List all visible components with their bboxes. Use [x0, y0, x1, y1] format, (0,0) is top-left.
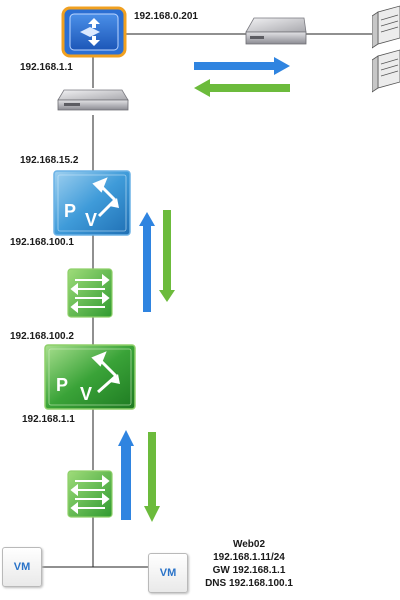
web02-ip: 192.168.1.11/24: [213, 552, 285, 563]
web02-dns: DNS 192.168.100.1: [205, 578, 293, 589]
traffic-arrows-vertical: [139, 210, 175, 312]
traffic-arrows-horizontal: [194, 57, 290, 97]
arrow-down-green-icon: [144, 432, 160, 522]
arrow-up-blue-icon: [118, 430, 134, 520]
virtual-switch-green-icon[interactable]: [67, 470, 113, 518]
p-letter: P: [64, 201, 76, 221]
v-letter: V: [80, 384, 92, 404]
vm-icon[interactable]: VM: [2, 547, 42, 587]
v-letter: V: [85, 210, 97, 230]
network-switch-icon[interactable]: [56, 86, 130, 116]
ip-label: 192.168.15.2: [20, 155, 79, 166]
vm-icon[interactable]: VM: [148, 553, 188, 593]
web02-gateway: GW 192.168.1.1: [212, 565, 286, 576]
vm-label: VM: [159, 567, 177, 579]
p-letter: P: [56, 375, 68, 395]
ip-label: 192.168.0.201: [134, 11, 198, 22]
ip-label: 192.168.1.1: [20, 62, 73, 73]
web02-info: Web02 192.168.1.11/24 GW 192.168.1.1 DNS…: [199, 538, 299, 590]
arrow-down-green-icon: [159, 210, 175, 302]
ip-label: 192.168.100.1: [10, 237, 74, 248]
vpn-gateway-blue-icon[interactable]: P V: [53, 170, 131, 236]
vm-label: VM: [13, 561, 31, 573]
vpn-gateway-green-icon[interactable]: P V: [44, 344, 136, 410]
ip-label: 192.168.1.1: [22, 414, 75, 425]
virtual-switch-green-icon[interactable]: [67, 268, 113, 318]
ip-label: 192.168.100.2: [10, 331, 74, 342]
network-switch-icon[interactable]: [240, 14, 310, 54]
web02-name: Web02: [232, 539, 266, 550]
traffic-arrows-vertical: [118, 430, 160, 522]
server-rack-icon: [372, 5, 400, 93]
arrow-left-green-icon: [194, 79, 290, 97]
arrow-right-blue-icon: [194, 57, 290, 75]
arrow-up-blue-icon: [139, 212, 155, 312]
router-icon[interactable]: [61, 6, 127, 58]
